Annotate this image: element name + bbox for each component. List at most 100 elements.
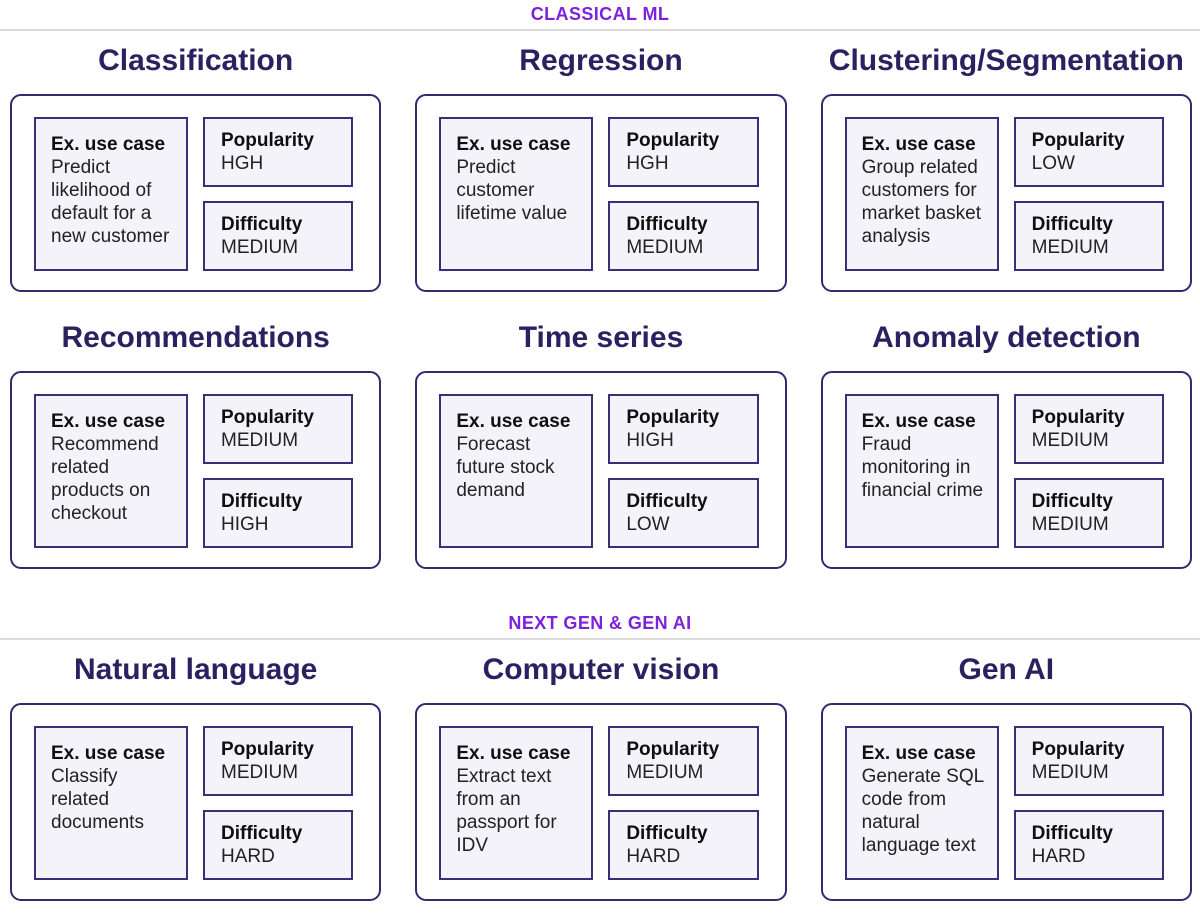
difficulty-label: Difficulty [221,214,303,235]
stats-column: Popularity HGH Difficulty MEDIUM [608,117,759,271]
use-case-label: Ex. use case [456,743,571,764]
use-case-text: Classify related documents [51,766,144,833]
popularity-value: MEDIUM [1031,762,1109,783]
popularity-value: HGH [626,153,669,174]
use-case-label: Ex. use case [51,134,166,155]
card-title: Anomaly detection [872,321,1141,354]
use-case-box: Ex. use case Generate SQL code from natu… [844,726,999,880]
use-case-box: Ex. use case Predict customer lifetime v… [439,117,594,271]
card-cell-regression: Regression Ex. use case Predict customer… [415,31,787,292]
difficulty-label: Difficulty [626,491,708,512]
difficulty-box: Difficulty HARD [203,810,354,880]
use-case-label: Ex. use case [861,743,976,764]
card-row-3: Natural language Ex. use case Classify r… [0,640,1200,901]
stats-column: Popularity MEDIUM Difficulty HARD [203,726,354,880]
difficulty-box: Difficulty HARD [608,810,759,880]
use-case-label: Ex. use case [861,411,976,432]
difficulty-label: Difficulty [626,823,708,844]
card-cell-gen-ai: Gen AI Ex. use case Generate SQL code fr… [820,640,1192,901]
card-cell-anomaly-detection: Anomaly detection Ex. use case Fraud mon… [820,292,1192,569]
card-title: Gen AI [958,653,1055,686]
use-case-box: Ex. use case Classify related documents [34,726,188,880]
popularity-label: Popularity [626,407,720,428]
popularity-value: HIGH [626,430,674,451]
popularity-box: Popularity HGH [203,117,354,187]
section-divider [0,29,1200,31]
card-title: Computer vision [482,653,720,686]
difficulty-label: Difficulty [1031,491,1113,512]
card: Ex. use case Extract text from an passpo… [415,703,787,901]
section-header-next-gen-ai: NEXT GEN & GEN AI [508,613,692,633]
stats-column: Popularity LOW Difficulty MEDIUM [1013,117,1164,271]
difficulty-value: HARD [221,846,275,867]
difficulty-value: MEDIUM [1031,237,1109,258]
card-row-1: Classification Ex. use case Predict like… [0,31,1200,292]
popularity-label: Popularity [1031,407,1125,428]
difficulty-box: Difficulty LOW [608,478,759,548]
popularity-value: MEDIUM [626,762,704,783]
difficulty-box: Difficulty HIGH [203,478,354,548]
difficulty-box: Difficulty MEDIUM [608,201,759,271]
card-title: Clustering/Segmentation [828,44,1184,77]
popularity-label: Popularity [221,130,314,151]
use-case-text: Predict likelihood of default for a new … [51,157,170,247]
difficulty-box: Difficulty MEDIUM [203,201,354,271]
difficulty-value: MEDIUM [221,237,299,258]
popularity-box: Popularity MEDIUM [203,394,354,464]
popularity-label: Popularity [1031,739,1125,760]
difficulty-label: Difficulty [221,823,303,844]
popularity-label: Popularity [626,739,720,760]
popularity-value: LOW [1031,153,1075,174]
use-case-box: Ex. use case Forecast future stock deman… [439,394,594,548]
use-case-text: Forecast future stock demand [456,434,555,501]
use-case-text: Predict customer lifetime value [456,157,568,224]
difficulty-box: Difficulty HARD [1013,810,1164,880]
use-case-label: Ex. use case [51,411,166,432]
difficulty-label: Difficulty [626,214,708,235]
card-title: Classification [98,44,294,77]
use-case-label: Ex. use case [456,134,571,155]
card-cell-clustering-segmentation: Clustering/Segmentation Ex. use case Gro… [820,31,1192,292]
card-cell-natural-language: Natural language Ex. use case Classify r… [10,640,382,901]
use-case-box: Ex. use case Extract text from an passpo… [439,726,594,880]
popularity-box: Popularity HGH [608,117,759,187]
popularity-value: HGH [221,153,264,174]
popularity-box: Popularity MEDIUM [1013,394,1164,464]
popularity-value: MEDIUM [221,762,299,783]
card-title: Time series [518,321,684,354]
popularity-box: Popularity LOW [1013,117,1164,187]
use-case-box: Ex. use case Predict likelihood of defau… [34,117,188,271]
card-cell-recommendations: Recommendations Ex. use case Recommend r… [10,292,382,569]
difficulty-value: HARD [1031,846,1086,867]
stats-column: Popularity HIGH Difficulty LOW [608,394,759,548]
popularity-label: Popularity [221,407,314,428]
difficulty-box: Difficulty MEDIUM [1013,478,1164,548]
card-title: Recommendations [61,321,330,354]
card-cell-computer-vision: Computer vision Ex. use case Extract tex… [415,640,787,901]
use-case-text: Fraud monitoring in financial crime [861,434,984,501]
difficulty-value: HARD [626,846,681,867]
popularity-box: Popularity MEDIUM [1013,726,1164,796]
popularity-box: Popularity HIGH [608,394,759,464]
use-case-label: Ex. use case [51,743,166,764]
popularity-box: Popularity MEDIUM [608,726,759,796]
use-case-box: Ex. use case Recommend related products … [34,394,188,548]
use-case-label: Ex. use case [861,134,976,155]
card: Ex. use case Generate SQL code from natu… [820,703,1192,901]
card: Ex. use case Predict customer lifetime v… [415,94,787,292]
popularity-value: MEDIUM [1031,430,1109,451]
use-case-box: Ex. use case Group related customers for… [844,117,999,271]
card: Ex. use case Forecast future stock deman… [415,371,787,569]
popularity-label: Popularity [221,739,314,760]
stats-column: Popularity HGH Difficulty MEDIUM [203,117,354,271]
popularity-label: Popularity [1031,130,1125,151]
card-row-2: Recommendations Ex. use case Recommend r… [0,292,1200,569]
stats-column: Popularity MEDIUM Difficulty HARD [1013,726,1164,880]
difficulty-value: MEDIUM [626,237,704,258]
use-case-label: Ex. use case [456,411,571,432]
card-title: Natural language [73,653,318,686]
card-cell-classification: Classification Ex. use case Predict like… [10,31,382,292]
stats-column: Popularity MEDIUM Difficulty HIGH [203,394,354,548]
popularity-value: MEDIUM [221,430,299,451]
